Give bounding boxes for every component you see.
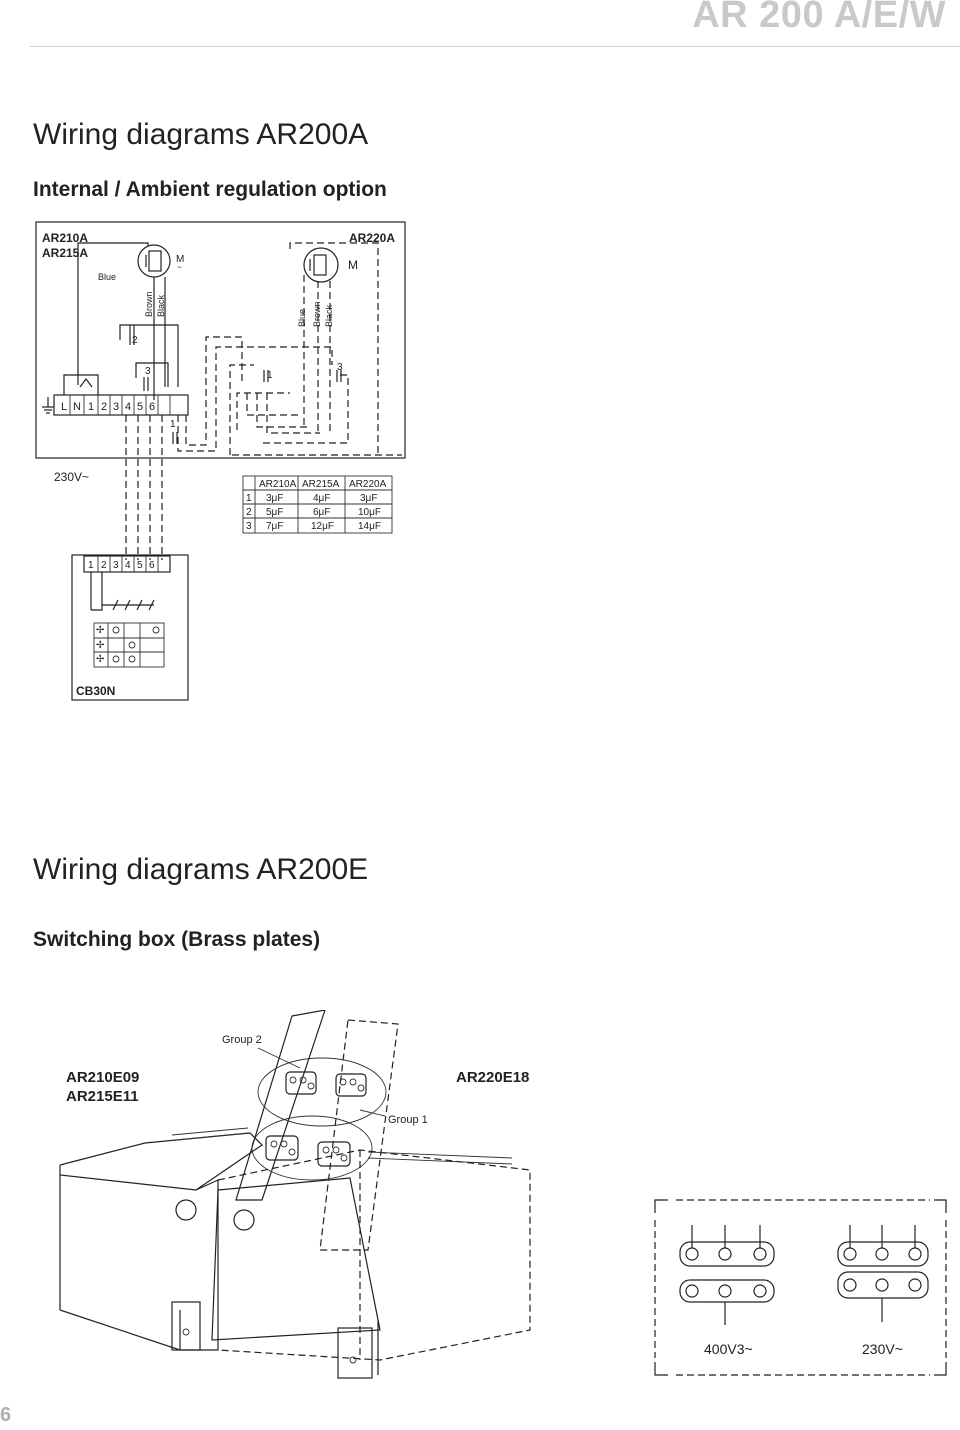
header-rule <box>30 46 960 47</box>
wiring-diagram-ar200a: AR210A AR215A AR220A M ~ M Blue Brown Bl… <box>35 221 406 701</box>
svg-text:✢: ✢ <box>96 625 104 636</box>
terminal-label-4: 4 <box>125 401 131 413</box>
controller-terminal-5: 5 <box>137 560 143 571</box>
terminal-block <box>53 374 189 416</box>
motor-label-right: M <box>348 258 358 272</box>
section-a-subtitle: Internal / Ambient regulation option <box>33 178 387 201</box>
document-header-title: AR 200 A/E/W <box>692 0 946 36</box>
wire-label-blue-right: Blue <box>297 309 307 327</box>
cap-table-row-3-ar210a: 7μF <box>266 521 283 532</box>
motor-ac-symbol-left: ~ <box>177 263 182 272</box>
controller-terminal-6: 6 <box>149 560 155 571</box>
terminal-label-2: 2 <box>101 401 107 413</box>
wire-label-blue-left: Blue <box>98 272 116 282</box>
fan-speed-icon: ✢ ✢ ✢ <box>96 625 104 665</box>
mounting-screw-icon <box>182 1328 357 1364</box>
svg-text:✢: ✢ <box>96 654 104 665</box>
controller-terminal-1: 1 <box>88 560 94 571</box>
capacitor-1-left <box>172 432 178 444</box>
capacitor-2-left <box>129 325 135 345</box>
capacitor-label-3-right: 3 <box>337 362 343 373</box>
terminal-label-3: 3 <box>113 401 119 413</box>
cap-table-row-3-ar220a: 14μF <box>358 521 381 532</box>
capacitor-3-left <box>143 377 149 391</box>
brass-plate-400v <box>679 1225 775 1325</box>
terminal-cluster-g1a <box>265 1135 299 1161</box>
voltage-plates-frame <box>654 1199 947 1376</box>
cap-table-row-1-number: 1 <box>246 493 252 504</box>
heating-coil-stripes <box>171 1127 249 1141</box>
model-label-ar210a: AR210A <box>42 231 88 245</box>
section-a-title: Wiring diagrams AR200A <box>33 118 369 151</box>
cap-table-header-ar220a: AR220A <box>349 479 387 490</box>
model-label-ar220a: AR220A <box>349 231 395 245</box>
unit-enclosure <box>35 221 406 459</box>
terminal-label-n: N <box>73 401 81 413</box>
model-label-ar215a: AR215A <box>42 246 88 260</box>
cap-table-row-2-ar220a: 10μF <box>358 507 381 518</box>
switching-box-illustration: Group 2 Group 1 AR210E09 AR215E11 AR220E… <box>59 1010 947 1379</box>
terminal-label-1: 1 <box>88 401 94 413</box>
group-1-label: Group 1 <box>388 1114 428 1126</box>
cap-table-row-2-ar215a: 6μF <box>313 507 330 518</box>
supply-voltage-label: 230V~ <box>54 470 89 484</box>
cap-table-row-1-ar215a: 4μF <box>313 493 330 504</box>
capacitor-label-2: 2 <box>132 335 138 346</box>
ground-icon <box>42 397 54 414</box>
wire-label-brown-left: Brown <box>144 291 154 317</box>
controller-terminal-4: 4 <box>125 560 131 571</box>
capacitor-3-right <box>336 370 342 382</box>
wire-label-black-left: Black <box>156 294 166 317</box>
controller-terminal-2: 2 <box>101 560 107 571</box>
cap-table-row-1-ar220a: 3μF <box>360 493 377 504</box>
svg-text:✢: ✢ <box>96 640 104 651</box>
cap-table-header-ar210a: AR210A <box>259 479 297 490</box>
model-label-ar220e18: AR220E18 <box>456 1069 529 1086</box>
dashed-wiring-ar220a <box>177 242 402 456</box>
group-1-ellipse <box>251 1115 373 1181</box>
model-label-ar210e09: AR210E09 <box>66 1069 139 1086</box>
capacitor-label-3-left: 3 <box>145 366 151 377</box>
voltage-label-230v: 230V~ <box>862 1341 903 1357</box>
capacitor-label-1-right: 1 <box>267 370 273 381</box>
controller-cb30n <box>71 554 189 701</box>
terminal-label-6: 6 <box>149 401 155 413</box>
terminal-cluster-g2b <box>335 1073 367 1097</box>
control-wires <box>125 415 163 560</box>
group-2-label: Group 2 <box>222 1034 262 1046</box>
voltage-label-400v3: 400V3~ <box>704 1341 753 1357</box>
capacitor-label-1-left: 1 <box>170 419 176 430</box>
solid-wires-left <box>77 242 179 400</box>
capacitor-table <box>242 475 393 534</box>
brass-plate-rail-dashed <box>319 1019 399 1251</box>
section-e-title: Wiring diagrams AR200E <box>33 853 369 886</box>
terminal-label-5: 5 <box>137 401 143 413</box>
cap-table-row-3-ar215a: 12μF <box>311 521 334 532</box>
motor-left <box>137 244 171 278</box>
cap-table-header-ar215a: AR215A <box>302 479 340 490</box>
cap-table-row-3-number: 3 <box>246 521 252 532</box>
model-label-ar215e11: AR215E11 <box>66 1088 139 1105</box>
controller-name-label: CB30N <box>76 684 115 698</box>
terminal-label-l: L <box>61 401 67 413</box>
motor-right <box>303 247 339 283</box>
cap-table-row-1-ar210a: 3μF <box>266 493 283 504</box>
cap-table-row-2-ar210a: 5μF <box>266 507 283 518</box>
cap-table-row-2-number: 2 <box>246 507 252 518</box>
section-e-subtitle: Switching box (Brass plates) <box>33 928 321 951</box>
page-number: 6 <box>0 1404 12 1426</box>
controller-terminal-3: 3 <box>113 560 119 571</box>
motor-label-left: M <box>176 254 184 265</box>
wire-label-brown-right: Brown <box>312 301 322 327</box>
brass-plate-230v <box>837 1225 929 1322</box>
capacitor-1-right <box>263 370 269 382</box>
terminal-cluster-g2a <box>285 1071 317 1095</box>
group-2-ellipse <box>257 1057 387 1127</box>
terminal-cluster-g1b <box>317 1141 351 1167</box>
switching-box-body <box>59 1132 531 1379</box>
wire-label-black-right: Black <box>324 304 334 327</box>
